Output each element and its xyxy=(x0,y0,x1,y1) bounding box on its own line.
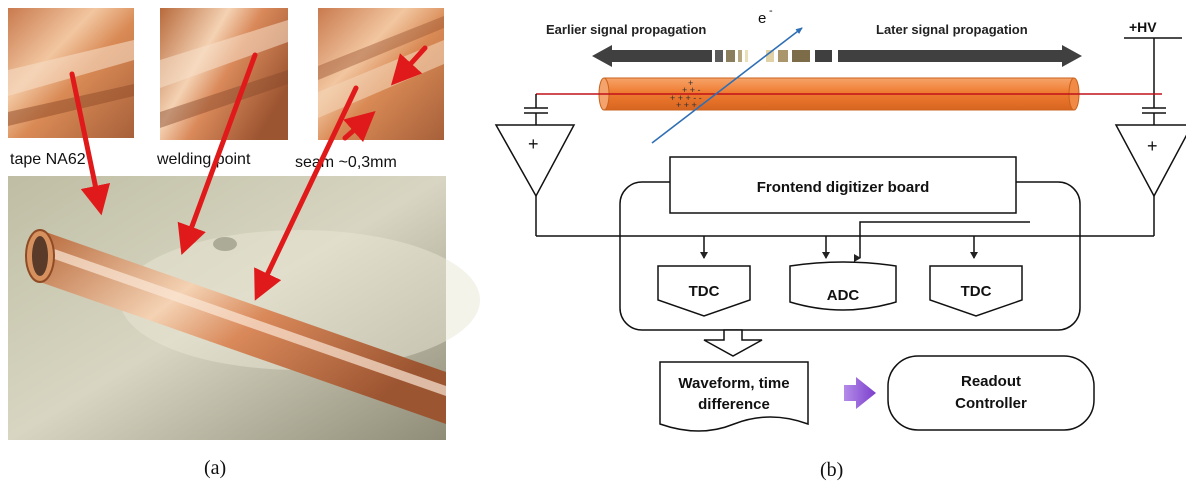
panel-a-label: (a) xyxy=(204,457,226,479)
high-voltage-supply: +HV xyxy=(1124,19,1182,96)
red-arrows xyxy=(69,45,428,301)
electron-track: e - xyxy=(651,5,803,144)
caption-welding: welding point xyxy=(156,151,251,168)
svg-text:+ + -: + + - xyxy=(682,85,701,95)
ionization-charges: + + + - - xyxy=(670,93,702,103)
output-label-line1: Waveform, time xyxy=(678,375,789,392)
propagation-gradient-blocks xyxy=(715,50,832,62)
electron-charge: - xyxy=(769,5,773,17)
svg-text:+ + + -: + + + - xyxy=(676,100,702,110)
photo-tube-overview xyxy=(8,176,480,440)
earlier-propagation-label: Earlier signal propagation xyxy=(546,22,706,37)
arrow-tape xyxy=(69,71,111,216)
hv-label: +HV xyxy=(1129,19,1157,35)
converter-feed-lines xyxy=(700,221,1030,259)
left-amplifier-sign: + xyxy=(528,134,539,154)
panel-a: tape NA62 welding point seam ~0,3mm (a) xyxy=(8,8,480,479)
frontend-digitizer-box xyxy=(669,156,1017,214)
readout-controller-box xyxy=(887,355,1095,431)
panel-b: Earlier signal propagation Later signal … xyxy=(494,5,1186,481)
adc-box xyxy=(789,261,897,311)
tdc-left-box xyxy=(657,265,751,317)
later-propagation-label: Later signal propagation xyxy=(876,22,1028,37)
arrow-welding xyxy=(177,52,258,256)
electron-label: e xyxy=(758,10,766,27)
output-flow-arrow xyxy=(703,329,763,357)
photo-seam-closeup xyxy=(318,8,444,140)
arrow-seam-up xyxy=(342,111,376,143)
tdc-right-box xyxy=(929,265,1023,317)
frontend-digitizer-label: Frontend digitizer board xyxy=(757,179,930,196)
panel-b-label: (b) xyxy=(820,459,843,481)
photo-tape-closeup xyxy=(8,8,134,138)
propagation-arrows: Earlier signal propagation Later signal … xyxy=(546,22,1082,67)
readout-label-line1: Readout xyxy=(961,373,1021,390)
right-amplifier-sign: + xyxy=(1147,136,1158,156)
purple-transfer-arrow xyxy=(844,377,876,409)
arrow-seam-pointer xyxy=(390,45,428,86)
arrow-seam-long xyxy=(254,85,359,301)
waveform-output-box xyxy=(659,361,809,432)
adc-label: ADC xyxy=(827,287,860,304)
caption-seam: seam ~0,3mm xyxy=(295,154,397,171)
svg-text:+: + xyxy=(688,78,693,88)
left-readout-chain xyxy=(494,94,1154,237)
tdc-right-label: TDC xyxy=(961,283,992,300)
right-readout-chain xyxy=(1114,96,1186,236)
left-amplifier xyxy=(494,124,576,198)
right-amplifier xyxy=(1114,124,1186,198)
readout-label-line2: Controller xyxy=(955,395,1027,412)
caption-tape: tape NA62 xyxy=(10,151,86,168)
photo-welding-closeup xyxy=(160,8,288,140)
tdc-left-label: TDC xyxy=(689,283,720,300)
earlier-propagation-arrow xyxy=(592,45,712,67)
later-propagation-arrow xyxy=(838,45,1082,67)
output-label-line2: difference xyxy=(698,396,770,413)
